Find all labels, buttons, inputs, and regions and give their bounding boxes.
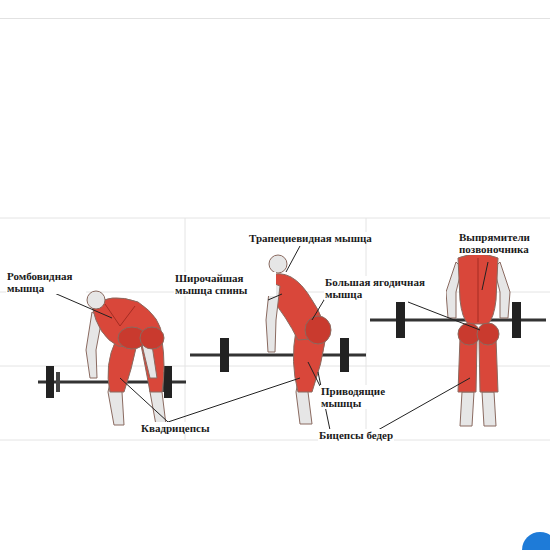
muscle-label: Широчайшая мышца спины xyxy=(174,272,276,296)
muscle-label: Квадрицепсы xyxy=(140,422,210,434)
muscle-label: Ромбовидная мышца xyxy=(6,270,86,294)
muscle-label: Большая ягодичная мышца xyxy=(324,276,446,300)
muscle-label: Выпрямители позвоночника xyxy=(458,231,546,255)
muscle-label: Приводящие мышцы xyxy=(320,385,394,409)
muscle-label: Трапециевидная мышца xyxy=(248,232,373,244)
muscle-label: Бицепсы бедер xyxy=(318,429,394,441)
